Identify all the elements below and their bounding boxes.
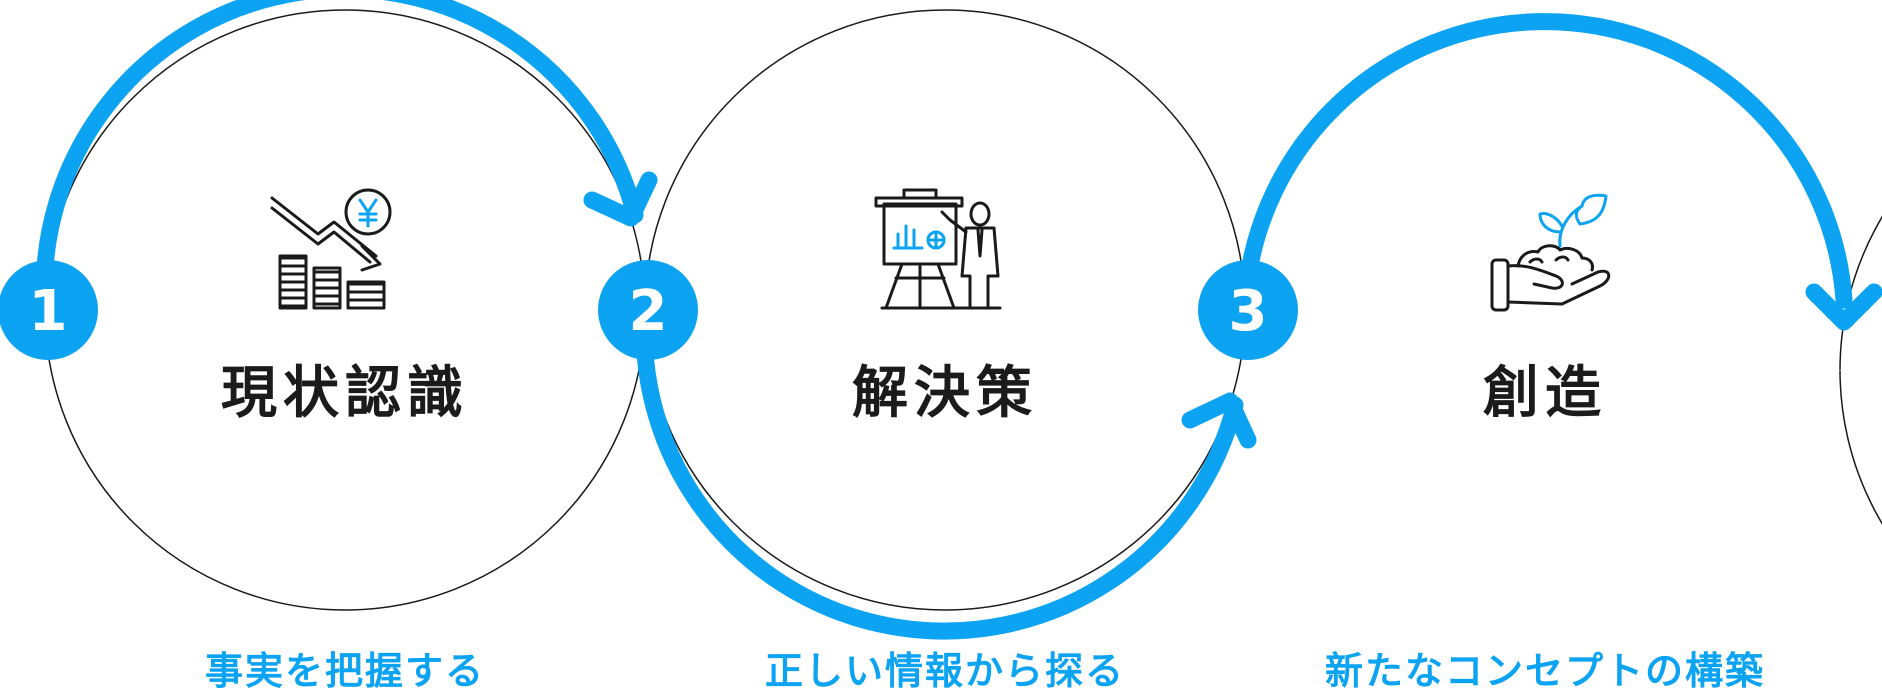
flow-arrowhead-2 [1181, 392, 1257, 449]
step-3-badge: 3 [1198, 260, 1298, 360]
step-2-badge: 2 [598, 260, 698, 360]
step-1-title: 現状認識 [221, 361, 469, 426]
step-1-circle [44, 9, 646, 611]
flow-arrows [35, 0, 1882, 640]
flow-arc-1-to-2 [35, 0, 644, 319]
step-1-badge: 1 [0, 260, 98, 360]
presenter-whiteboard-icon [874, 188, 1002, 310]
step-3-title: 創造 [1483, 361, 1607, 426]
step-1-number: 1 [29, 279, 68, 344]
step-3-circle [1839, 215, 1882, 525]
flow-arc-2-to-3 [635, 301, 1244, 640]
hand-sprout-icon [1490, 193, 1611, 312]
step-2-subtitle: 正しい情報から探る [765, 649, 1125, 692]
flow-arrowhead-3 [1805, 283, 1882, 331]
step-2-title: 解決策 [852, 361, 1038, 426]
declining-yen-chart-icon [270, 188, 392, 310]
flow-arc-3-out [1236, 13, 1853, 319]
step-3-subtitle: 新たなコンセプトの構築 [1325, 649, 1765, 692]
step-1-subtitle: 事実を把握する [205, 649, 485, 692]
step-2-number: 2 [629, 279, 668, 344]
step-3-number: 3 [1229, 279, 1268, 344]
flow-arrowhead-1 [583, 171, 658, 227]
step-2-circle [644, 9, 1246, 611]
